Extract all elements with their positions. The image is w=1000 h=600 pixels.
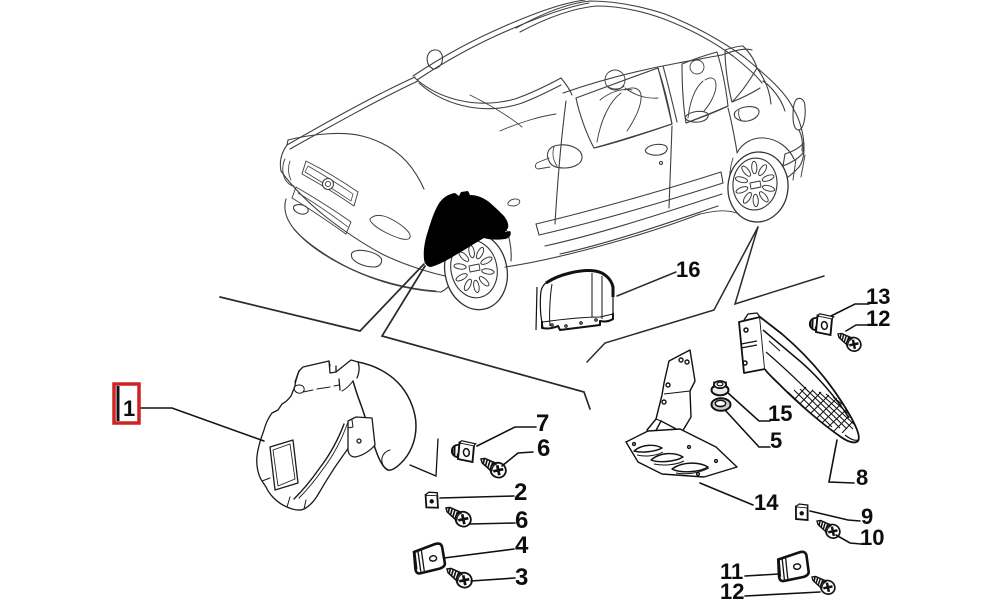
svg-text:6: 6 — [537, 435, 550, 462]
svg-text:4: 4 — [515, 532, 529, 559]
svg-text:10: 10 — [860, 525, 884, 550]
svg-text:8: 8 — [856, 465, 868, 490]
svg-text:9: 9 — [861, 504, 873, 529]
svg-text:12: 12 — [720, 579, 744, 600]
svg-text:5: 5 — [770, 428, 782, 453]
svg-text:3: 3 — [515, 564, 528, 591]
svg-text:14: 14 — [754, 490, 779, 515]
svg-text:1: 1 — [123, 396, 135, 421]
svg-text:6: 6 — [515, 507, 528, 534]
svg-text:12: 12 — [866, 306, 890, 331]
svg-text:15: 15 — [768, 401, 792, 426]
svg-text:2: 2 — [514, 479, 527, 506]
svg-text:13: 13 — [866, 284, 890, 309]
svg-text:11: 11 — [720, 559, 743, 584]
svg-text:7: 7 — [536, 410, 549, 437]
svg-text:16: 16 — [676, 257, 700, 282]
